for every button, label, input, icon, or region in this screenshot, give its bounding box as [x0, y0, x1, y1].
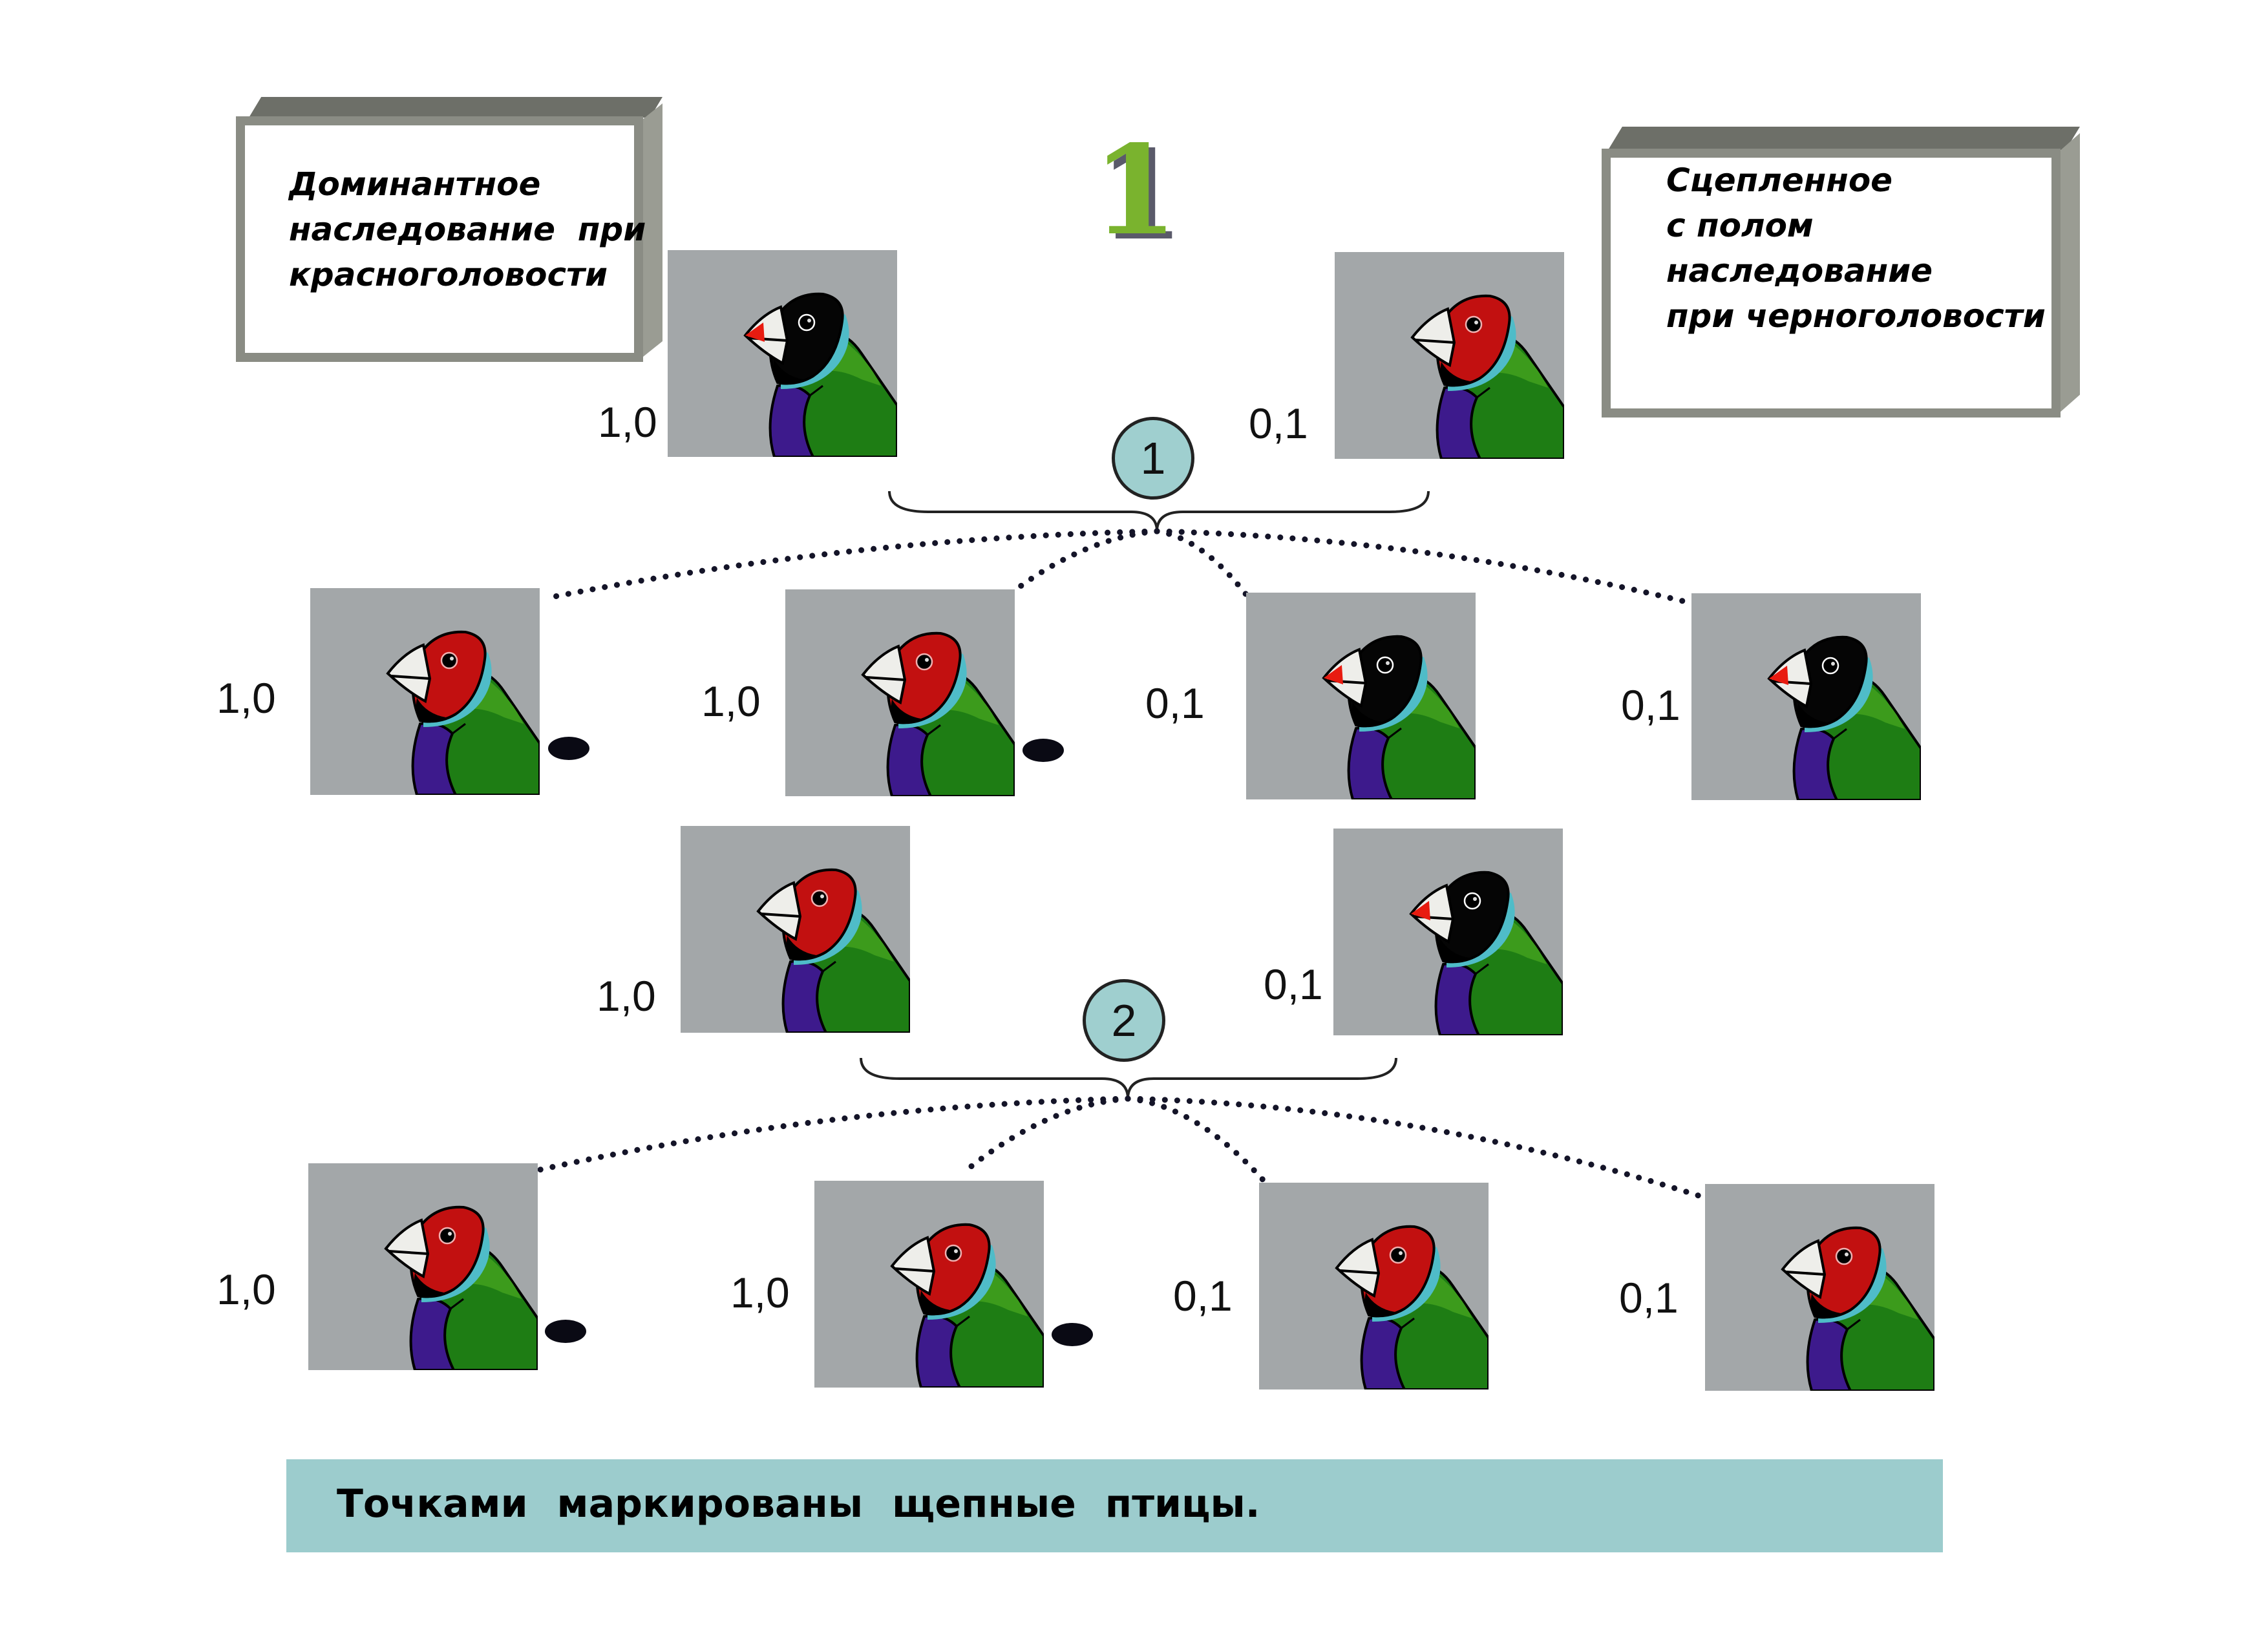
cross-badge-1: 1	[1112, 417, 1194, 500]
panel-line: при черноголовости	[1666, 297, 2046, 335]
genotype-label: 0,1	[1264, 960, 1323, 1008]
cross-1-offspring-bird-black-head	[1691, 593, 1921, 800]
split-marker-dot-icon	[1052, 1323, 1093, 1346]
panel-line: наследование при	[289, 211, 646, 248]
panel-line: наследование	[1666, 252, 1933, 290]
cross-2-brace	[860, 1057, 1397, 1099]
panel-line: с полом	[1666, 207, 1814, 244]
panel-line: Доминантное	[289, 165, 541, 203]
cross-1-parent-bird-red-head	[1335, 252, 1564, 459]
genotype-label: 1,0	[598, 398, 657, 446]
genotype-label: 1,0	[597, 972, 656, 1020]
cross-1-offspring-1-connector	[545, 528, 1160, 601]
cross-1-offspring-bird-black-head	[1246, 593, 1476, 799]
split-marker-dot-icon	[545, 1320, 586, 1343]
cross-2-offspring-bird-red-head	[814, 1181, 1044, 1388]
cross-1-parent-bird-black-head	[668, 250, 897, 457]
cross-2-offspring-1-connector	[536, 1095, 1131, 1173]
genotype-label: 0,1	[1173, 1272, 1233, 1320]
cross-2-offspring-3-connector	[1125, 1095, 1269, 1186]
genotype-label: 1,0	[701, 677, 761, 725]
cross-2-offspring-bird-red-head	[1259, 1183, 1489, 1389]
footer-note-text: Точками маркированы щепные птицы.	[337, 1481, 1260, 1527]
cross-2-offspring-2-connector	[960, 1095, 1131, 1176]
split-marker-dot-icon	[548, 737, 589, 760]
cross-2-offspring-bird-red-head	[308, 1163, 538, 1370]
cross-1-offspring-bird-red-head	[785, 589, 1015, 796]
footer-note: Точками маркированы щепные птицы.	[286, 1459, 1943, 1552]
panel-line: красноголовости	[289, 256, 608, 293]
genotype-label: 1,0	[730, 1269, 790, 1316]
cross-2-offspring-4-connector	[1125, 1095, 1702, 1199]
cross-1-offspring-2-connector	[1010, 528, 1160, 595]
panel-text: Доминантное наследование при красноголов…	[289, 162, 646, 297]
cross-1-offspring-4-connector	[1154, 528, 1691, 606]
cross-2-offspring-bird-red-head	[1705, 1184, 1934, 1391]
dominant-inheritance-panel: Доминантное наследование при красноголов…	[236, 97, 662, 362]
panel-line: Сцепленное	[1666, 162, 1893, 199]
figure-number: 1	[1092, 118, 1178, 262]
panel-face	[236, 116, 643, 362]
genotype-label: 1,0	[217, 1265, 276, 1313]
split-marker-dot-icon	[1023, 739, 1064, 762]
panel-bevel-top	[1608, 127, 2080, 150]
sex-linked-inheritance-panel: Сцепленное с полом наследование при черн…	[1602, 127, 2080, 417]
cross-1-offspring-bird-red-head	[310, 588, 540, 795]
cross-1-offspring-3-connector	[1154, 528, 1249, 598]
genotype-label: 0,1	[1619, 1274, 1679, 1322]
cross-2-parent-bird-black-head	[1333, 829, 1563, 1035]
genotype-label: 0,1	[1621, 681, 1680, 729]
cross-badge-2: 2	[1083, 979, 1165, 1062]
genotype-label: 0,1	[1145, 679, 1205, 727]
panel-face	[1602, 149, 2061, 417]
genotype-label: 1,0	[217, 674, 276, 722]
genotype-label: 0,1	[1249, 399, 1308, 447]
panel-bevel-top	[249, 97, 662, 118]
cross-2-parent-bird-red-head	[681, 826, 910, 1033]
panel-text: Сцепленное с полом наследование при черн…	[1666, 158, 2046, 339]
